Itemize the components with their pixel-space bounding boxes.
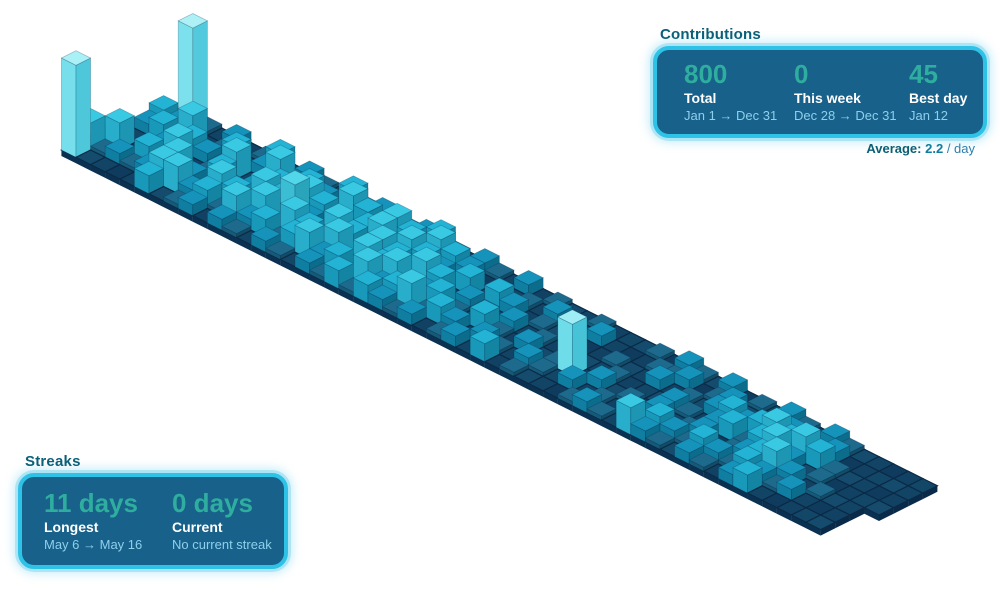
stat-current-streak-value: 0 days xyxy=(172,488,253,518)
average-value: 2.2 xyxy=(925,141,944,156)
stat-total-range: Jan 1 → Dec 31 xyxy=(684,108,778,124)
stat-longest-streak-label: Longest xyxy=(44,519,99,535)
average-unit: / day xyxy=(946,141,975,156)
average-line: Average: 2.2 / day xyxy=(653,141,987,156)
stat-this-week-value: 0 xyxy=(794,59,809,89)
contributions-panel-title: Contributions xyxy=(660,26,761,43)
average-label: Average: xyxy=(866,141,922,156)
stat-total-value: 800 xyxy=(684,59,728,89)
stat-current-streak-label: Current xyxy=(172,519,223,535)
stat-best-day-value: 45 xyxy=(909,59,938,89)
stat-this-week: 0 This week Dec 28 → Dec 31 xyxy=(794,61,909,134)
stat-best-day-range: Jan 12 xyxy=(909,108,949,124)
stat-current-streak: 0 days Current No current streak xyxy=(172,490,272,565)
contributions-panel-box: 800 Total Jan 1 → Dec 31 0 This week Dec… xyxy=(653,46,987,138)
streaks-panel: Streaks 11 days Longest May 6 → May 16 0… xyxy=(18,453,288,569)
stat-this-week-range: Dec 28 → Dec 31 xyxy=(794,108,897,124)
stat-longest-streak-value: 11 days xyxy=(44,488,138,518)
stat-best-day: 45 Best day Jan 12 xyxy=(909,61,967,134)
stat-best-day-label: Best day xyxy=(909,90,968,106)
stat-total-label: Total xyxy=(684,90,717,106)
stat-longest-streak: 11 days Longest May 6 → May 16 xyxy=(44,490,172,565)
stat-total: 800 Total Jan 1 → Dec 31 xyxy=(684,61,794,134)
streaks-panel-title: Streaks xyxy=(25,453,81,470)
stat-this-week-label: This week xyxy=(794,90,861,106)
stat-current-streak-range: No current streak xyxy=(172,537,272,553)
stat-longest-streak-range: May 6 → May 16 xyxy=(44,537,143,553)
contributions-panel: Contributions 800 Total Jan 1 → Dec 31 0… xyxy=(653,26,987,156)
streaks-panel-box: 11 days Longest May 6 → May 16 0 days Cu… xyxy=(18,473,288,569)
